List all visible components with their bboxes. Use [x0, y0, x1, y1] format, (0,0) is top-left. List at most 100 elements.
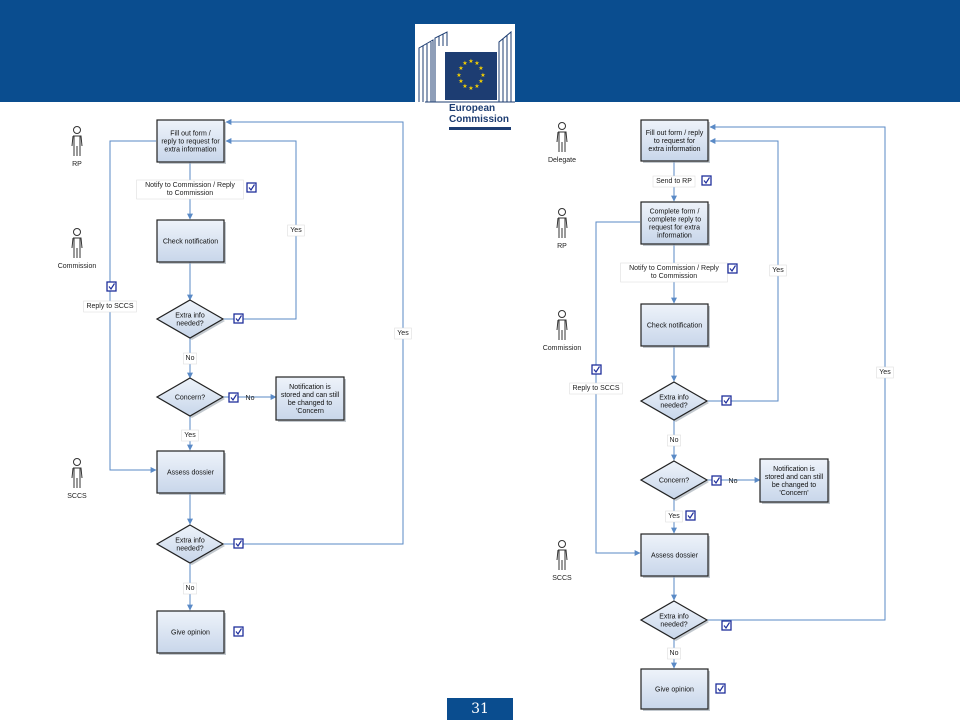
right-node-complete-form-text-line: information — [657, 233, 692, 240]
right-node-concern-text: Concern? — [659, 478, 689, 485]
left-actor-commission — [71, 228, 83, 258]
left-node-extra-info-1-text-line: needed? — [176, 321, 203, 328]
right-actor-sccs — [556, 540, 568, 570]
right-node-complete-form-text-line: Complete form / — [650, 209, 700, 216]
right-label-no-concern-text: No — [729, 478, 738, 485]
left-node-fill-form-text-line: Fill out form / — [170, 131, 211, 138]
svg-text:★: ★ — [456, 72, 461, 79]
right-node-check-notification-text: Check notification — [647, 323, 702, 330]
left-checkbox-reply-sccs — [106, 281, 117, 292]
left-label-no-1-text: No — [186, 355, 195, 362]
left-node-notification-stored-text-line: 'Concern — [296, 408, 324, 415]
right-checkbox-send-rp — [701, 175, 712, 186]
right-checkbox-extra2 — [721, 620, 732, 631]
left-actor-sccs — [71, 458, 83, 488]
left-label-no-concern-text: No — [246, 395, 255, 402]
svg-text:★: ★ — [458, 65, 463, 72]
left-node-extra-info-2-text-line: Extra info — [175, 538, 205, 545]
european-commission-logo: ★ ★ ★ ★ ★ ★ ★ ★ ★ ★ ★ ★ — [415, 24, 515, 134]
right-label-no-2: No — [667, 647, 681, 660]
left-label-reply-sccs-text: Reply to SCCS — [86, 303, 133, 310]
right-checkbox-opinion — [715, 683, 726, 694]
right-node-extra-info-1-text-line: Extra info — [659, 395, 689, 402]
right-node-extra-info-1-text-line: needed? — [660, 403, 687, 410]
right-node-assess-dossier-text-line: Assess dossier — [651, 553, 699, 560]
svg-text:★: ★ — [474, 60, 479, 67]
svg-text:★: ★ — [468, 58, 473, 65]
right-label-yes-outer: Yes — [876, 366, 894, 379]
left-actor-rp-label: RP — [72, 161, 82, 168]
right-node-concern-text-line: Concern? — [659, 478, 689, 485]
logo-line-2: Commission — [449, 114, 510, 125]
right-actor-commission-label: Commission — [543, 345, 582, 352]
left-node-give-opinion-text-line: Give opinion — [171, 630, 210, 637]
svg-text:★: ★ — [458, 78, 463, 85]
left-label-yes-concern-text: Yes — [184, 432, 196, 439]
right-label-yes-outer-text: Yes — [879, 369, 891, 376]
left-node-check-notification-text: Check notification — [163, 239, 218, 246]
left-actor-commission-label: Commission — [58, 263, 97, 270]
left-node-assess-dossier-text-line: Assess dossier — [167, 470, 215, 477]
right-node-extra-info-2-text-line: needed? — [660, 622, 687, 629]
right-node-give-opinion-text: Give opinion — [655, 687, 694, 694]
logo-line-1: European — [449, 103, 496, 114]
left-node-extra-info-2 — [155, 524, 225, 564]
right-node-notification-stored-text-line: be changed to — [772, 482, 816, 489]
left-node-fill-form-text-line: reply to request for — [161, 139, 220, 146]
right-label-yes-concern-text: Yes — [668, 513, 680, 520]
right-label-yes-concern: Yes — [665, 510, 683, 523]
right-connector-yes-outer — [707, 124, 886, 621]
right-node-give-opinion-text-line: Give opinion — [655, 687, 694, 694]
right-checkbox-extra1 — [721, 395, 732, 406]
left-label-yes-outer: Yes — [394, 327, 412, 340]
right-actor-rp — [556, 208, 568, 238]
left-node-assess-dossier — [156, 450, 225, 494]
right-node-complete-form-text-line: request for extra — [649, 225, 700, 232]
right-label-no-1: No — [667, 434, 681, 447]
svg-text:★: ★ — [480, 72, 485, 79]
left-label-notify-text: Notify to Commission / Reply — [145, 182, 235, 189]
logo-text: European Commission — [449, 103, 509, 125]
left-label-no-2-text: No — [186, 585, 195, 592]
left-label-no-2: No — [183, 582, 197, 595]
right-node-notification-stored-text-line: 'Concern' — [779, 490, 808, 497]
right-node-extra-info-2 — [639, 600, 709, 640]
left-node-concern-text-line: Concern? — [175, 395, 205, 402]
right-node-complete-form — [640, 201, 709, 245]
left-label-no-concern: No — [246, 395, 255, 402]
left-label-notify-text: to Commission — [167, 190, 213, 197]
left-checkbox-opinion — [233, 626, 244, 637]
right-node-check-notification — [640, 303, 709, 347]
logo-underline — [449, 127, 511, 130]
right-checkbox-yes-concern — [685, 510, 696, 521]
left-node-extra-info-1-text-line: Extra info — [175, 313, 205, 320]
right-actor-delegate — [556, 122, 568, 152]
left-node-fill-form-text-line: extra information — [164, 147, 216, 154]
left-node-assess-dossier-text: Assess dossier — [167, 470, 215, 477]
right-actor-rp-label: RP — [557, 243, 567, 250]
right-label-yes-inner: Yes — [769, 264, 787, 277]
left-node-extra-info-2-text-line: needed? — [176, 546, 203, 553]
right-node-fill-form-text-line: Fill out form / reply — [646, 130, 704, 137]
right-label-no-2-text: No — [670, 650, 679, 657]
right-node-fill-form — [640, 119, 709, 162]
right-node-fill-form-text-line: extra information — [648, 146, 700, 153]
left-node-extra-info-1 — [155, 299, 225, 339]
right-label-reply-sccs: Reply to SCCS — [569, 382, 623, 395]
right-checkbox-reply-sccs — [591, 364, 602, 375]
right-label-send-rp-text: Send to RP — [656, 178, 692, 185]
page-number: 31 — [447, 698, 513, 720]
right-node-extra-info-2-text-line: Extra info — [659, 614, 689, 621]
right-actor-delegate-label: Delegate — [548, 157, 576, 164]
svg-text:★: ★ — [478, 65, 483, 72]
left-node-notification-stored — [275, 376, 345, 421]
left-checkbox-extra2 — [233, 538, 244, 549]
right-node-give-opinion — [640, 668, 709, 710]
left-label-no-1: No — [183, 352, 197, 365]
left-label-yes-outer-text: Yes — [397, 330, 409, 337]
left-label-yes-concern: Yes — [181, 429, 199, 442]
